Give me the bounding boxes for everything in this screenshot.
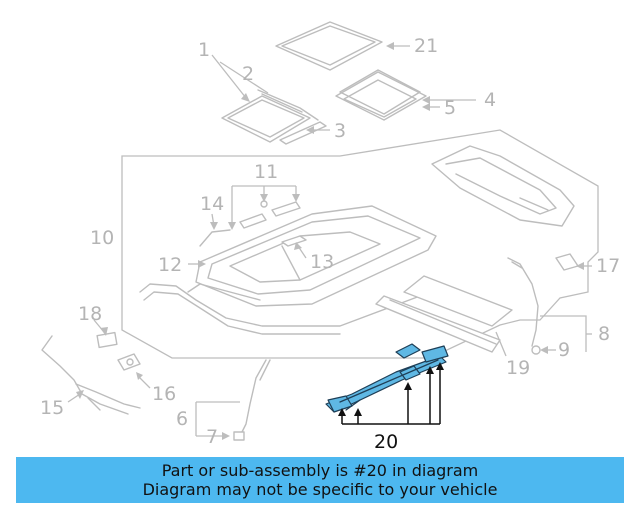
housing-outline bbox=[121, 129, 599, 359]
part-6-drain-hose bbox=[233, 359, 271, 441]
banner-line-1: Part or sub-assembly is #20 in diagram bbox=[161, 461, 479, 480]
callout-2: 2 bbox=[242, 63, 254, 85]
callout-12: 12 bbox=[158, 254, 182, 276]
callout-15: 15 bbox=[40, 397, 64, 419]
callout-9: 9 bbox=[558, 339, 570, 361]
part-15-drain-hose bbox=[41, 335, 141, 415]
callout-7: 7 bbox=[206, 426, 218, 448]
part-17-clip bbox=[555, 253, 579, 271]
callout-11: 11 bbox=[254, 161, 278, 183]
callout-10: 10 bbox=[90, 227, 114, 249]
sunroof-parts-diagram: 1 2 3 4 5 21 10 11 14 12 13 17 8 9 19 18… bbox=[40, 21, 620, 453]
lower-frame bbox=[139, 283, 421, 335]
info-banner: Part or sub-assembly is #20 in diagram D… bbox=[16, 457, 624, 503]
callout-8: 8 bbox=[598, 323, 610, 345]
part-3-deflector bbox=[279, 121, 327, 145]
callout-18: 18 bbox=[78, 303, 102, 325]
callout-20: 20 bbox=[374, 431, 398, 453]
part-1-glass-panel bbox=[221, 95, 311, 143]
part-19-sunshade bbox=[375, 275, 513, 353]
part-14-cable bbox=[199, 229, 231, 247]
banner-line-2: Diagram may not be specific to your vehi… bbox=[142, 480, 498, 499]
part-4-5-shade-panel bbox=[335, 69, 427, 121]
part-2-seal bbox=[257, 89, 319, 121]
callout-3: 3 bbox=[334, 120, 346, 142]
callout-4: 4 bbox=[484, 89, 496, 111]
part-8-drain-hose bbox=[507, 257, 539, 347]
part-9-grommet bbox=[531, 345, 541, 355]
callout-16: 16 bbox=[152, 383, 176, 405]
part-12-frame bbox=[195, 205, 437, 307]
part-16-motor bbox=[117, 353, 141, 371]
part-21-glass-panel bbox=[275, 21, 383, 71]
side-rail-assembly bbox=[431, 145, 575, 227]
part-13-bracket bbox=[281, 235, 307, 247]
callout-14: 14 bbox=[200, 193, 224, 215]
callout-21: 21 bbox=[414, 35, 438, 57]
part-11-brackets bbox=[239, 200, 301, 229]
callout-6: 6 bbox=[176, 408, 188, 430]
callout-1: 1 bbox=[198, 39, 210, 61]
part-20-highlighted-assembly bbox=[325, 343, 449, 413]
callout-13: 13 bbox=[310, 251, 334, 273]
callout-19: 19 bbox=[506, 357, 530, 379]
part-18-block bbox=[96, 331, 118, 349]
callout-5: 5 bbox=[444, 97, 456, 119]
callout-17: 17 bbox=[596, 255, 620, 277]
